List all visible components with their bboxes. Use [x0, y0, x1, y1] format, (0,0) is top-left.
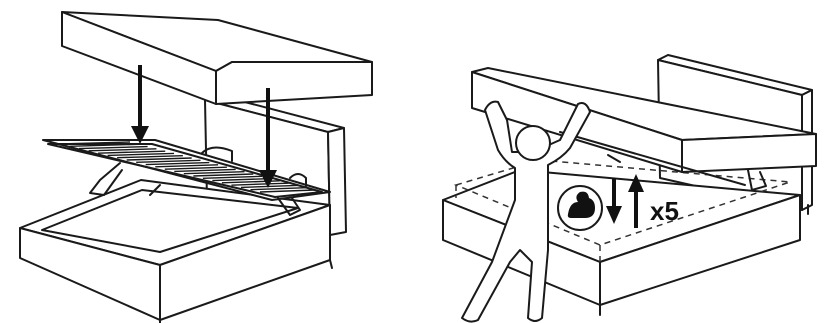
strong-arm-icon — [558, 186, 602, 230]
repeat-count-label: x5 — [650, 198, 679, 224]
bed-base — [20, 180, 332, 323]
left-panel — [20, 12, 372, 323]
mattress — [62, 12, 372, 104]
right-panel — [443, 55, 816, 322]
